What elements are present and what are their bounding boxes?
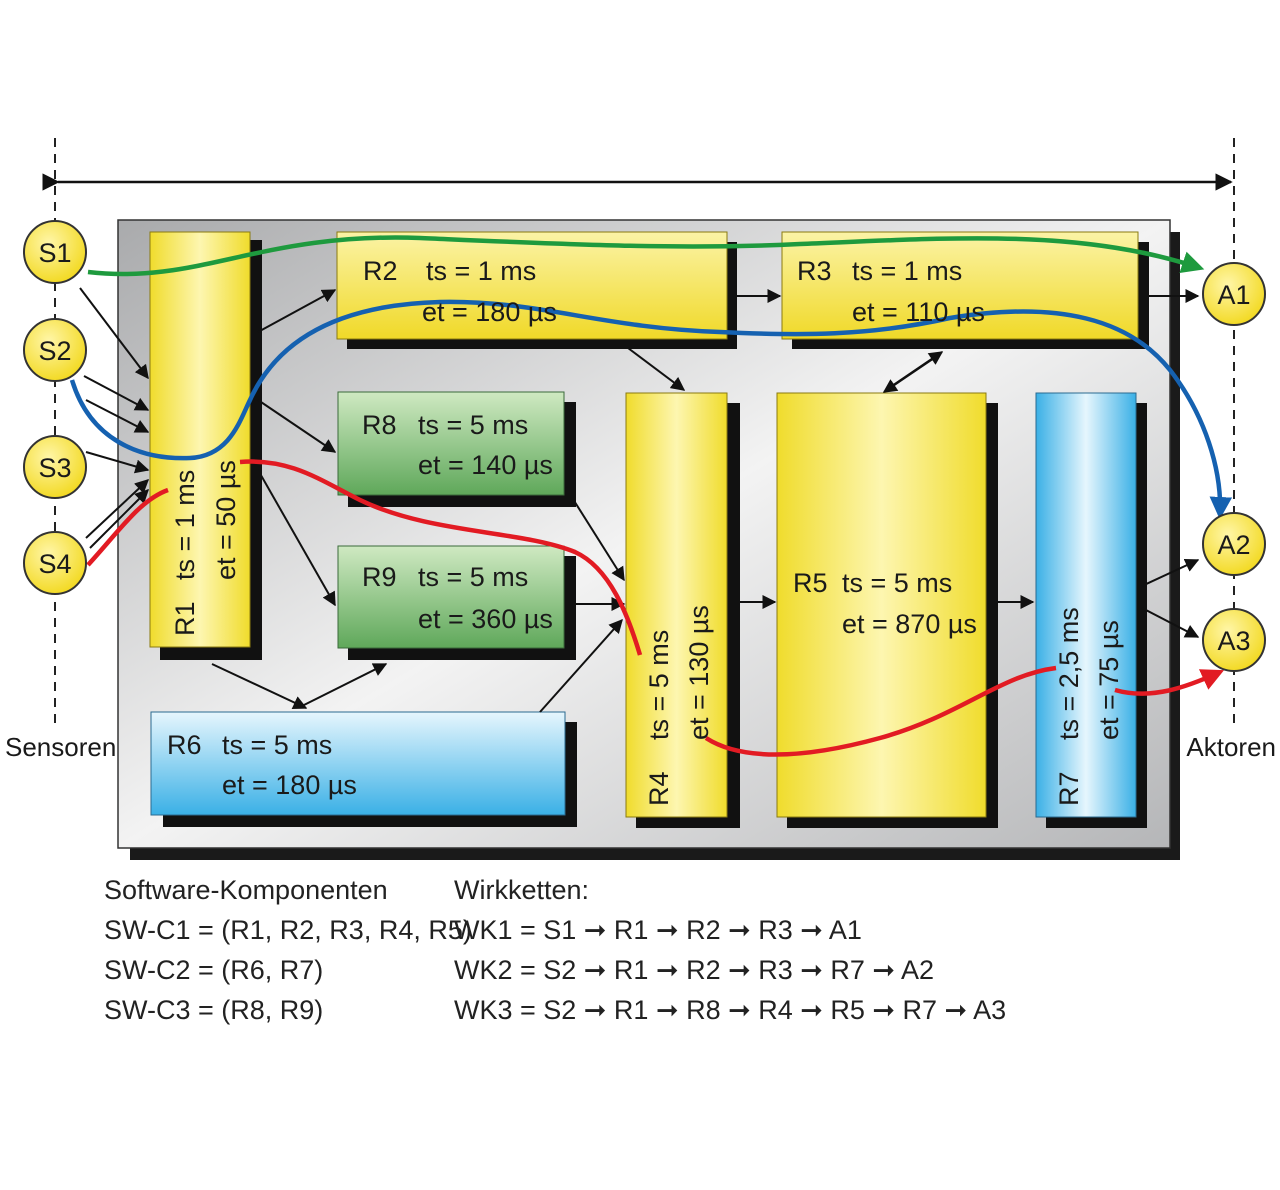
effect-chain-wk3-path: [86, 459, 1220, 757]
sensor-s3-label: S3: [38, 453, 71, 483]
r4-ts: ts = 5 ms: [644, 630, 674, 740]
sensors-label: Sensoren: [5, 732, 116, 762]
r7-name: R7: [1054, 771, 1084, 806]
effect-chain-item: WK1 = S1 ➞ R1 ➞ R2 ➞ R3 ➞ A1: [454, 915, 862, 945]
effect-chains-legend: Wirkketten: WK1 = S1 ➞ R1 ➞ R2 ➞ R3 ➞ A1…: [454, 870, 1006, 1030]
r4-et: et = 130 µs: [684, 605, 714, 740]
runnable-r3-box: [781, 231, 1139, 340]
r5-ts: ts = 5 ms: [842, 568, 952, 598]
r3-et: et = 110 µs: [852, 297, 985, 327]
runnable-r4-box: [625, 392, 728, 818]
software-components-title: Software-Komponenten: [104, 875, 388, 905]
r8-et: et = 140 µs: [418, 450, 553, 480]
sensor-s3: S3: [23, 435, 87, 499]
effect-chain-wk1-path: [87, 235, 1205, 277]
effect-chains-title: Wirkketten:: [454, 875, 590, 905]
runnable-r8-box: [337, 391, 565, 496]
effect-chain-item: WK2 = S2 ➞ R1 ➞ R2 ➞ R3 ➞ R7 ➞ A2: [454, 955, 935, 985]
actuator-a2-label: A2: [1217, 530, 1250, 560]
actuator-a3: A3: [1202, 608, 1266, 672]
sensor-s1-label: S1: [38, 238, 71, 268]
r2-et: et = 180 µs: [422, 297, 557, 327]
runnable-r5-box: [776, 392, 987, 818]
sensor-s2: S2: [23, 318, 87, 382]
r2-name: R2: [363, 256, 398, 286]
swc-item: SW-C3 = (R8, R9): [104, 995, 324, 1025]
r5-name: R5: [793, 568, 828, 598]
runnable-r7-box: [1035, 392, 1137, 818]
r9-name: R9: [362, 562, 397, 592]
runnable-r1-box: [149, 231, 251, 648]
r2-ts: ts = 1 ms: [426, 256, 536, 286]
runnable-r6-box: [150, 711, 566, 816]
actuator-a3-label: A3: [1217, 626, 1250, 656]
sensor-s2-label: S2: [38, 336, 71, 366]
r8-ts: ts = 5 ms: [418, 410, 528, 440]
swc-item: SW-C1 = (R1, R2, R3, R4, R5): [104, 915, 472, 945]
actuator-a2: A2: [1202, 512, 1266, 576]
r1-ts: ts = 1 ms: [170, 470, 200, 580]
swc-item: SW-C2 = (R6, R7): [104, 955, 324, 985]
r1-name: R1: [170, 601, 200, 636]
dataflow-arrows: [79, 287, 1200, 713]
r6-name: R6: [167, 730, 202, 760]
r8-name: R8: [362, 410, 397, 440]
r5-et: et = 870 µs: [842, 609, 977, 639]
actuator-a1-label: A1: [1217, 280, 1250, 310]
sensor-s4-label: S4: [38, 549, 71, 579]
effect-chain-wk2-path: [69, 299, 1233, 520]
r9-ts: ts = 5 ms: [418, 562, 528, 592]
r3-name: R3: [797, 256, 832, 286]
actuator-a1: A1: [1202, 262, 1266, 326]
r1-et: et = 50 µs: [211, 460, 241, 580]
sensor-s1: S1: [23, 220, 87, 284]
r6-et: et = 180 µs: [222, 770, 357, 800]
sensor-s4: S4: [23, 531, 87, 595]
r9-et: et = 360 µs: [418, 604, 553, 634]
runnable-r2-box: [336, 231, 728, 340]
r4-name: R4: [644, 771, 674, 806]
r6-ts: ts = 5 ms: [222, 730, 332, 760]
r3-ts: ts = 1 ms: [852, 256, 962, 286]
effect-chain-item: WK3 = S2 ➞ R1 ➞ R8 ➞ R4 ➞ R5 ➞ R7 ➞ A3: [454, 995, 1007, 1025]
r7-et: et = 75 µs: [1094, 620, 1124, 740]
runnable-r9-box: [337, 545, 565, 649]
software-components-legend: Software-Komponenten SW-C1 = (R1, R2, R3…: [104, 870, 472, 1030]
r7-ts: ts = 2,5 ms: [1054, 607, 1084, 740]
actuators-label: Aktoren: [1186, 732, 1276, 762]
